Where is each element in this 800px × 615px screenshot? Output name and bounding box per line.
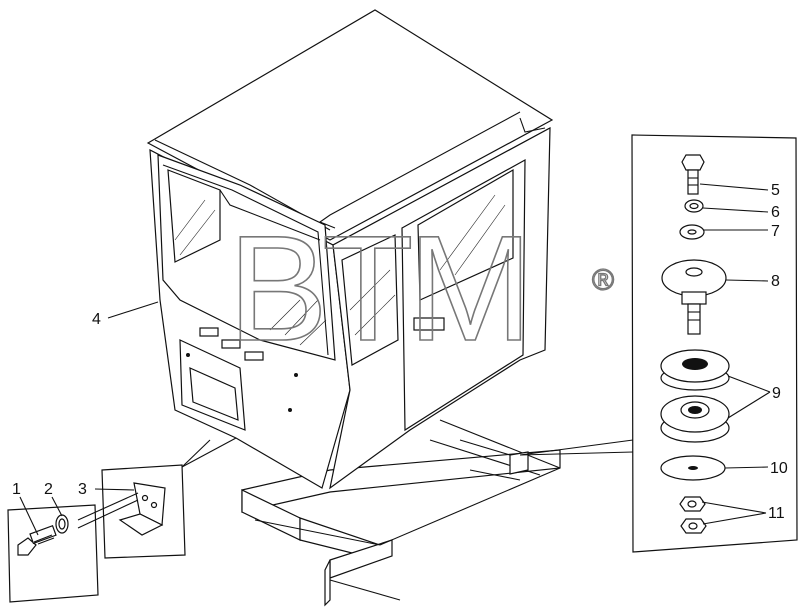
- callout-7: 7: [771, 223, 780, 240]
- bolt-part-1: [17, 525, 57, 556]
- side-window-front: [341, 234, 399, 366]
- frame-subassembly: [241, 419, 561, 607]
- callout-4: 4: [92, 311, 101, 328]
- callout-8: 8: [771, 273, 780, 290]
- watermark-text: BTM: [228, 204, 527, 372]
- bolt-box: [7, 504, 99, 603]
- rubber-buffer-part-9-upper: [660, 349, 730, 391]
- connector-lines: [77, 437, 634, 529]
- callout-6: 6: [771, 204, 780, 221]
- cab-body: [146, 9, 554, 490]
- callout-1: 1: [12, 481, 21, 498]
- mount-parts-panel: [631, 134, 798, 553]
- bracket-box: [101, 464, 186, 559]
- callout-10: 10: [770, 460, 788, 477]
- bolt-part-5: [681, 154, 705, 195]
- mount-part-8: [661, 259, 727, 335]
- callout-9: 9: [772, 385, 781, 402]
- registered-mark: ®: [592, 264, 614, 297]
- callout-labels: 1 2 3 4 5 6 7 8 9 10 11: [12, 182, 788, 522]
- rubber-buffer-part-9-lower: [660, 395, 730, 443]
- leader-lines: [19, 183, 771, 536]
- callout-3: 3: [78, 481, 87, 498]
- callout-5: 5: [771, 182, 780, 199]
- callout-11: 11: [768, 505, 785, 522]
- callout-2: 2: [44, 481, 53, 498]
- door-handle: [413, 317, 445, 331]
- watermark: BTM ®: [227, 203, 615, 373]
